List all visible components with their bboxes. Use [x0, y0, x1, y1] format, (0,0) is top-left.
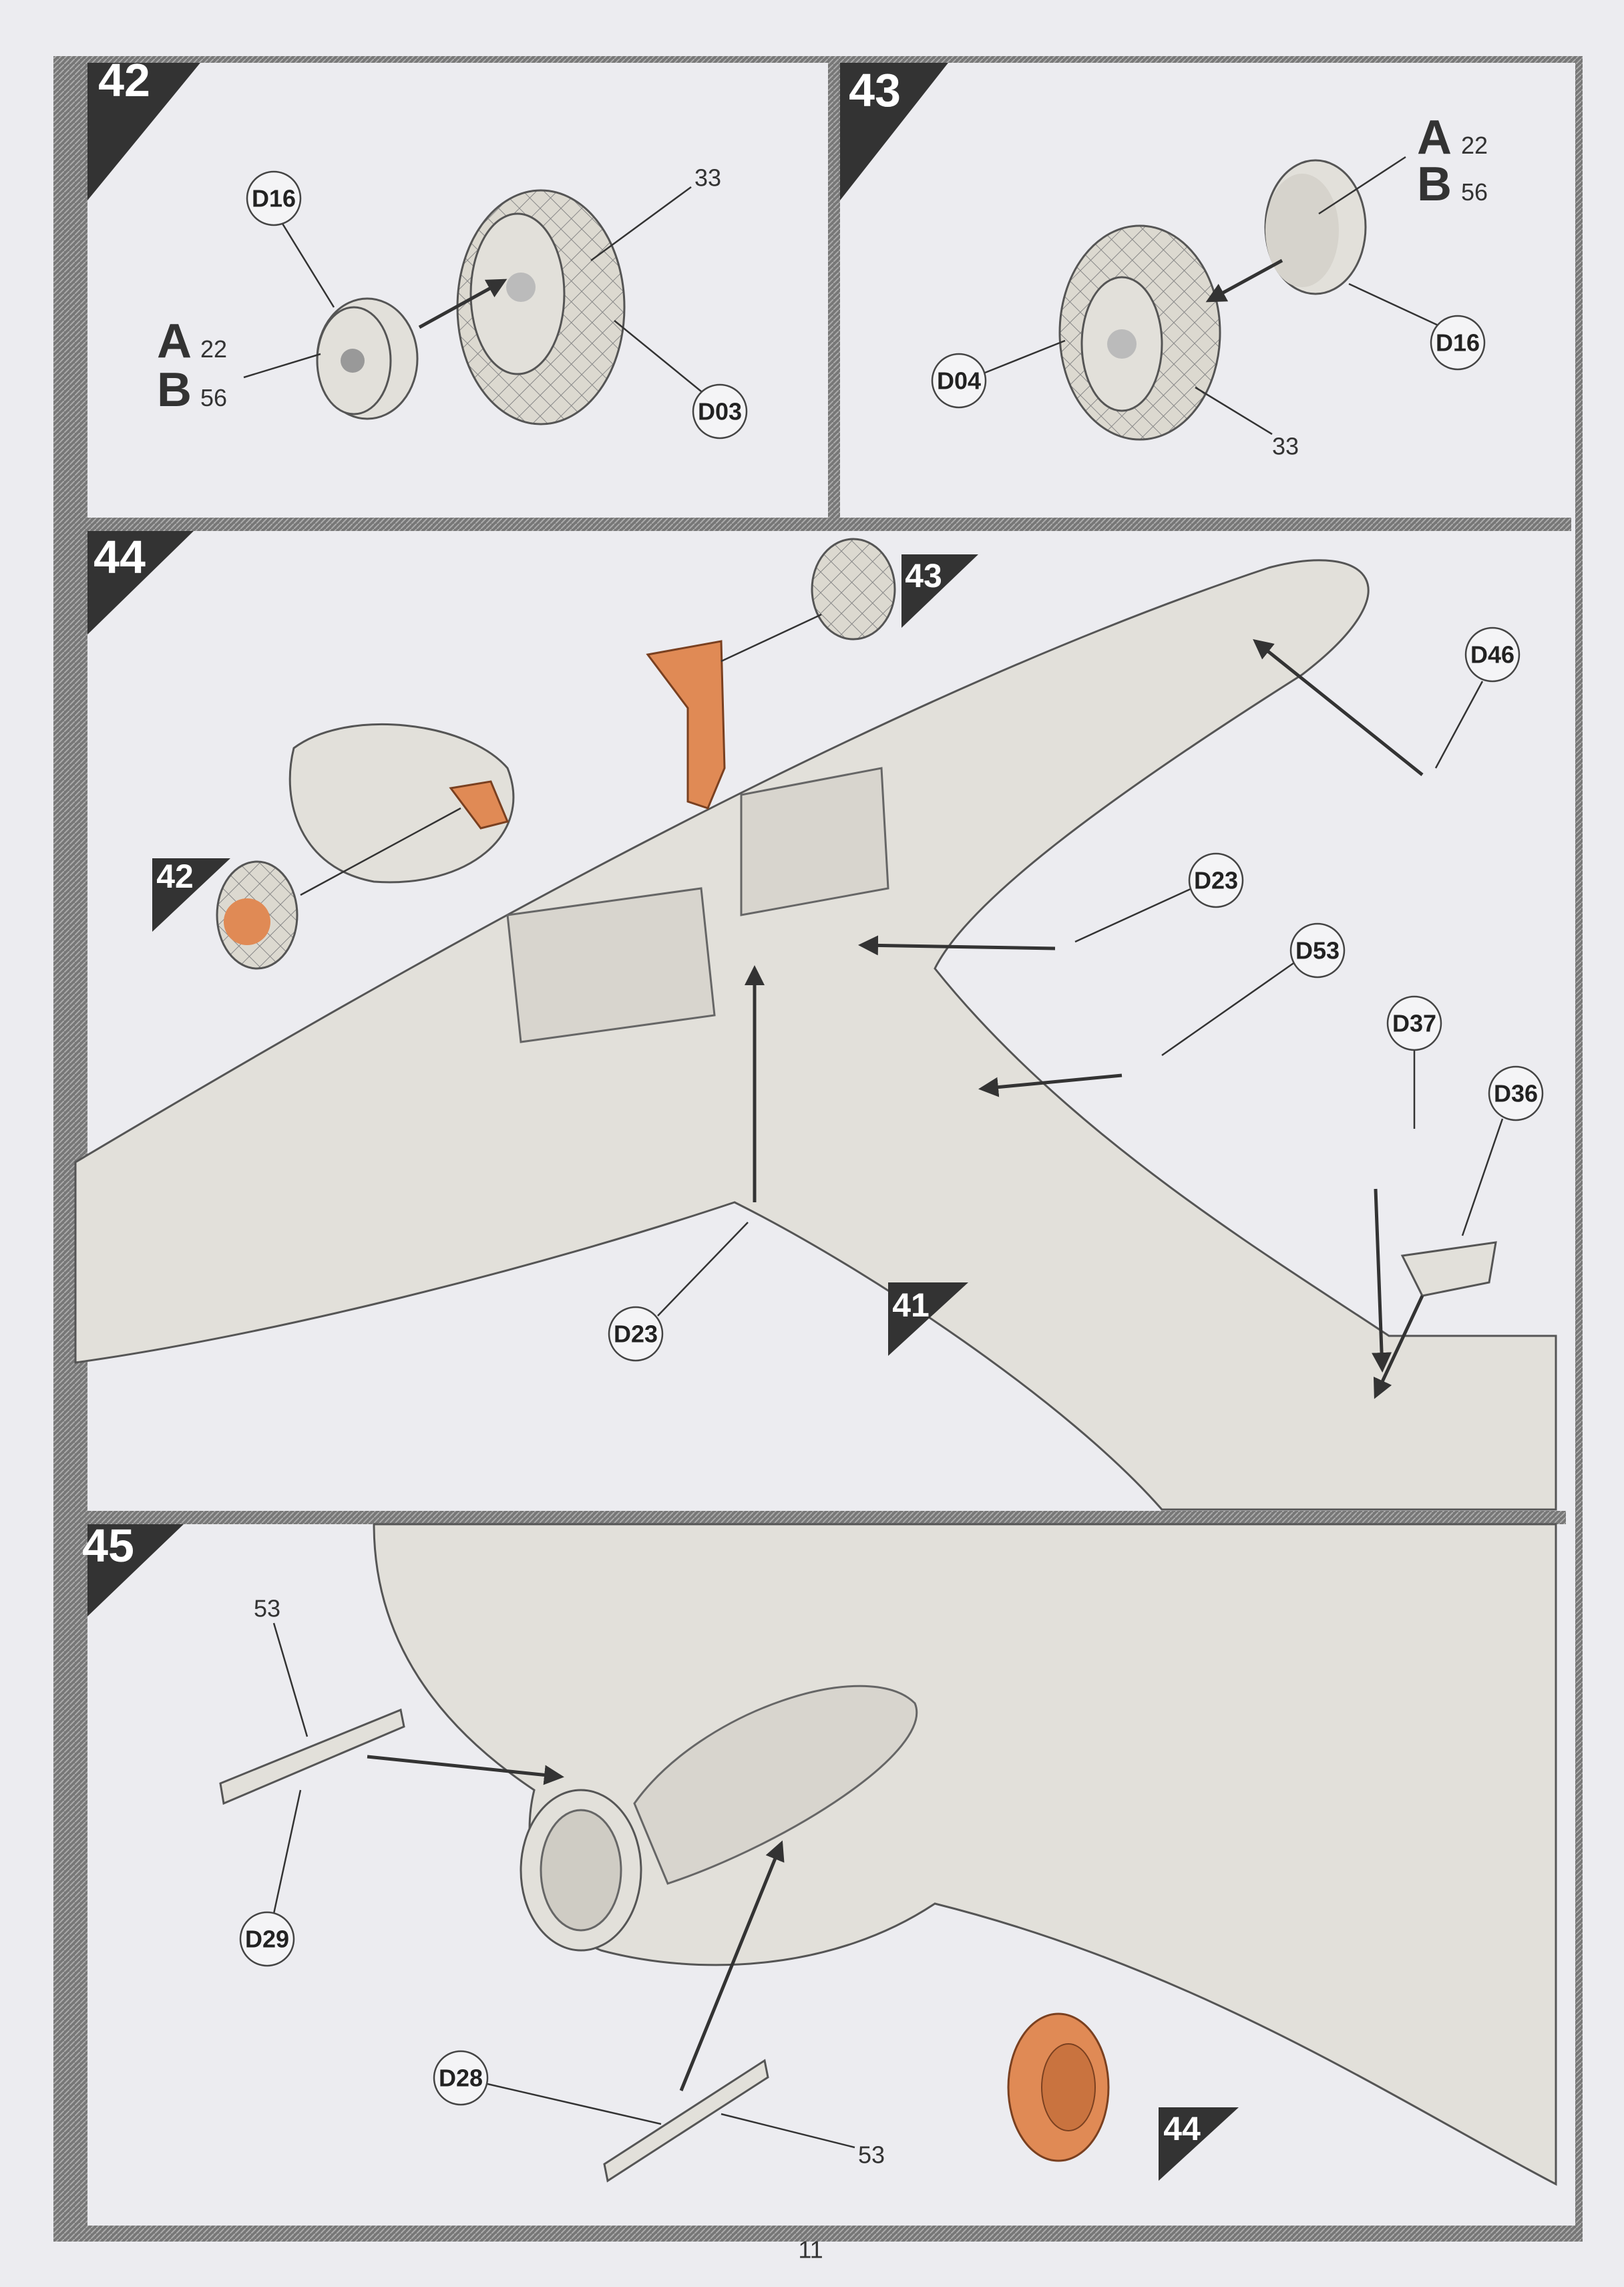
callout-33: 33 — [694, 164, 721, 192]
callout-d16: D16 — [252, 185, 296, 212]
exhaust-part-right — [603, 2059, 769, 2183]
callout-53-left: 53 — [254, 1595, 280, 1622]
callout-33: 33 — [1272, 433, 1299, 460]
undercarriage-leg-highlight — [646, 640, 726, 810]
exhaust-part-left — [219, 1708, 405, 1805]
part-d36 — [1400, 1241, 1497, 1297]
callout-d23-lower: D23 — [614, 1321, 658, 1348]
callout-d36: D36 — [1494, 1080, 1538, 1107]
ref-step-44: 44 — [1163, 2110, 1201, 2147]
variant-b-value: 56 — [1461, 178, 1488, 206]
callout-d37: D37 — [1392, 1010, 1436, 1037]
assembly-arrow — [418, 279, 508, 329]
callout-d16: D16 — [1436, 329, 1480, 357]
variant-a-letter: A — [1417, 111, 1452, 164]
variant-a-value: 22 — [200, 335, 227, 363]
callout-d46: D46 — [1470, 641, 1514, 669]
ref-step-42: 42 — [156, 858, 194, 895]
step-number: 43 — [849, 64, 901, 116]
step-number: 45 — [82, 1520, 134, 1572]
ref-step-41: 41 — [892, 1286, 930, 1324]
step-45: 45 44 53 D29 D28 53 — [82, 1520, 1557, 2186]
tyre-part — [1058, 224, 1221, 441]
aircraft-underside — [74, 559, 1557, 1511]
variant-b-value: 56 — [200, 384, 227, 411]
variant-b-letter: B — [157, 363, 192, 417]
aircraft-nose-underside — [373, 1523, 1557, 2186]
step-number: 42 — [98, 54, 150, 106]
variant-a-value: 22 — [1461, 132, 1488, 159]
step-badge-bg — [87, 63, 200, 200]
variant-b-letter: B — [1417, 158, 1452, 211]
assembly-arrow — [1205, 258, 1283, 303]
variant-a-letter: A — [157, 315, 192, 368]
callout-circle — [246, 170, 302, 226]
callout-d23-upper: D23 — [1194, 867, 1238, 894]
step-43: 43 A 22 B 56 D16 D04 33 — [840, 63, 1488, 460]
hub-cap-part — [1264, 159, 1367, 295]
callout-d29: D29 — [245, 1926, 289, 1953]
step-number: 44 — [93, 531, 146, 583]
wheel-from-step-43 — [811, 538, 896, 641]
ref-step-43: 43 — [905, 557, 942, 594]
wheel-hub-part — [316, 297, 419, 420]
page-number: 11 — [798, 2236, 823, 2264]
undercarriage-leg-highlight — [449, 780, 510, 830]
callout-d53: D53 — [1295, 937, 1340, 964]
step-44: 44 43 42 41 D46 D23 D53 — [74, 531, 1557, 1511]
callout-53-right: 53 — [858, 2141, 885, 2169]
callout-d03: D03 — [698, 398, 742, 425]
callout-d28: D28 — [439, 2065, 483, 2092]
callout-d04: D04 — [937, 367, 981, 395]
step-42: 42 D16 A 22 B 56 33 D03 — [87, 54, 748, 439]
tyre-part — [456, 189, 626, 425]
